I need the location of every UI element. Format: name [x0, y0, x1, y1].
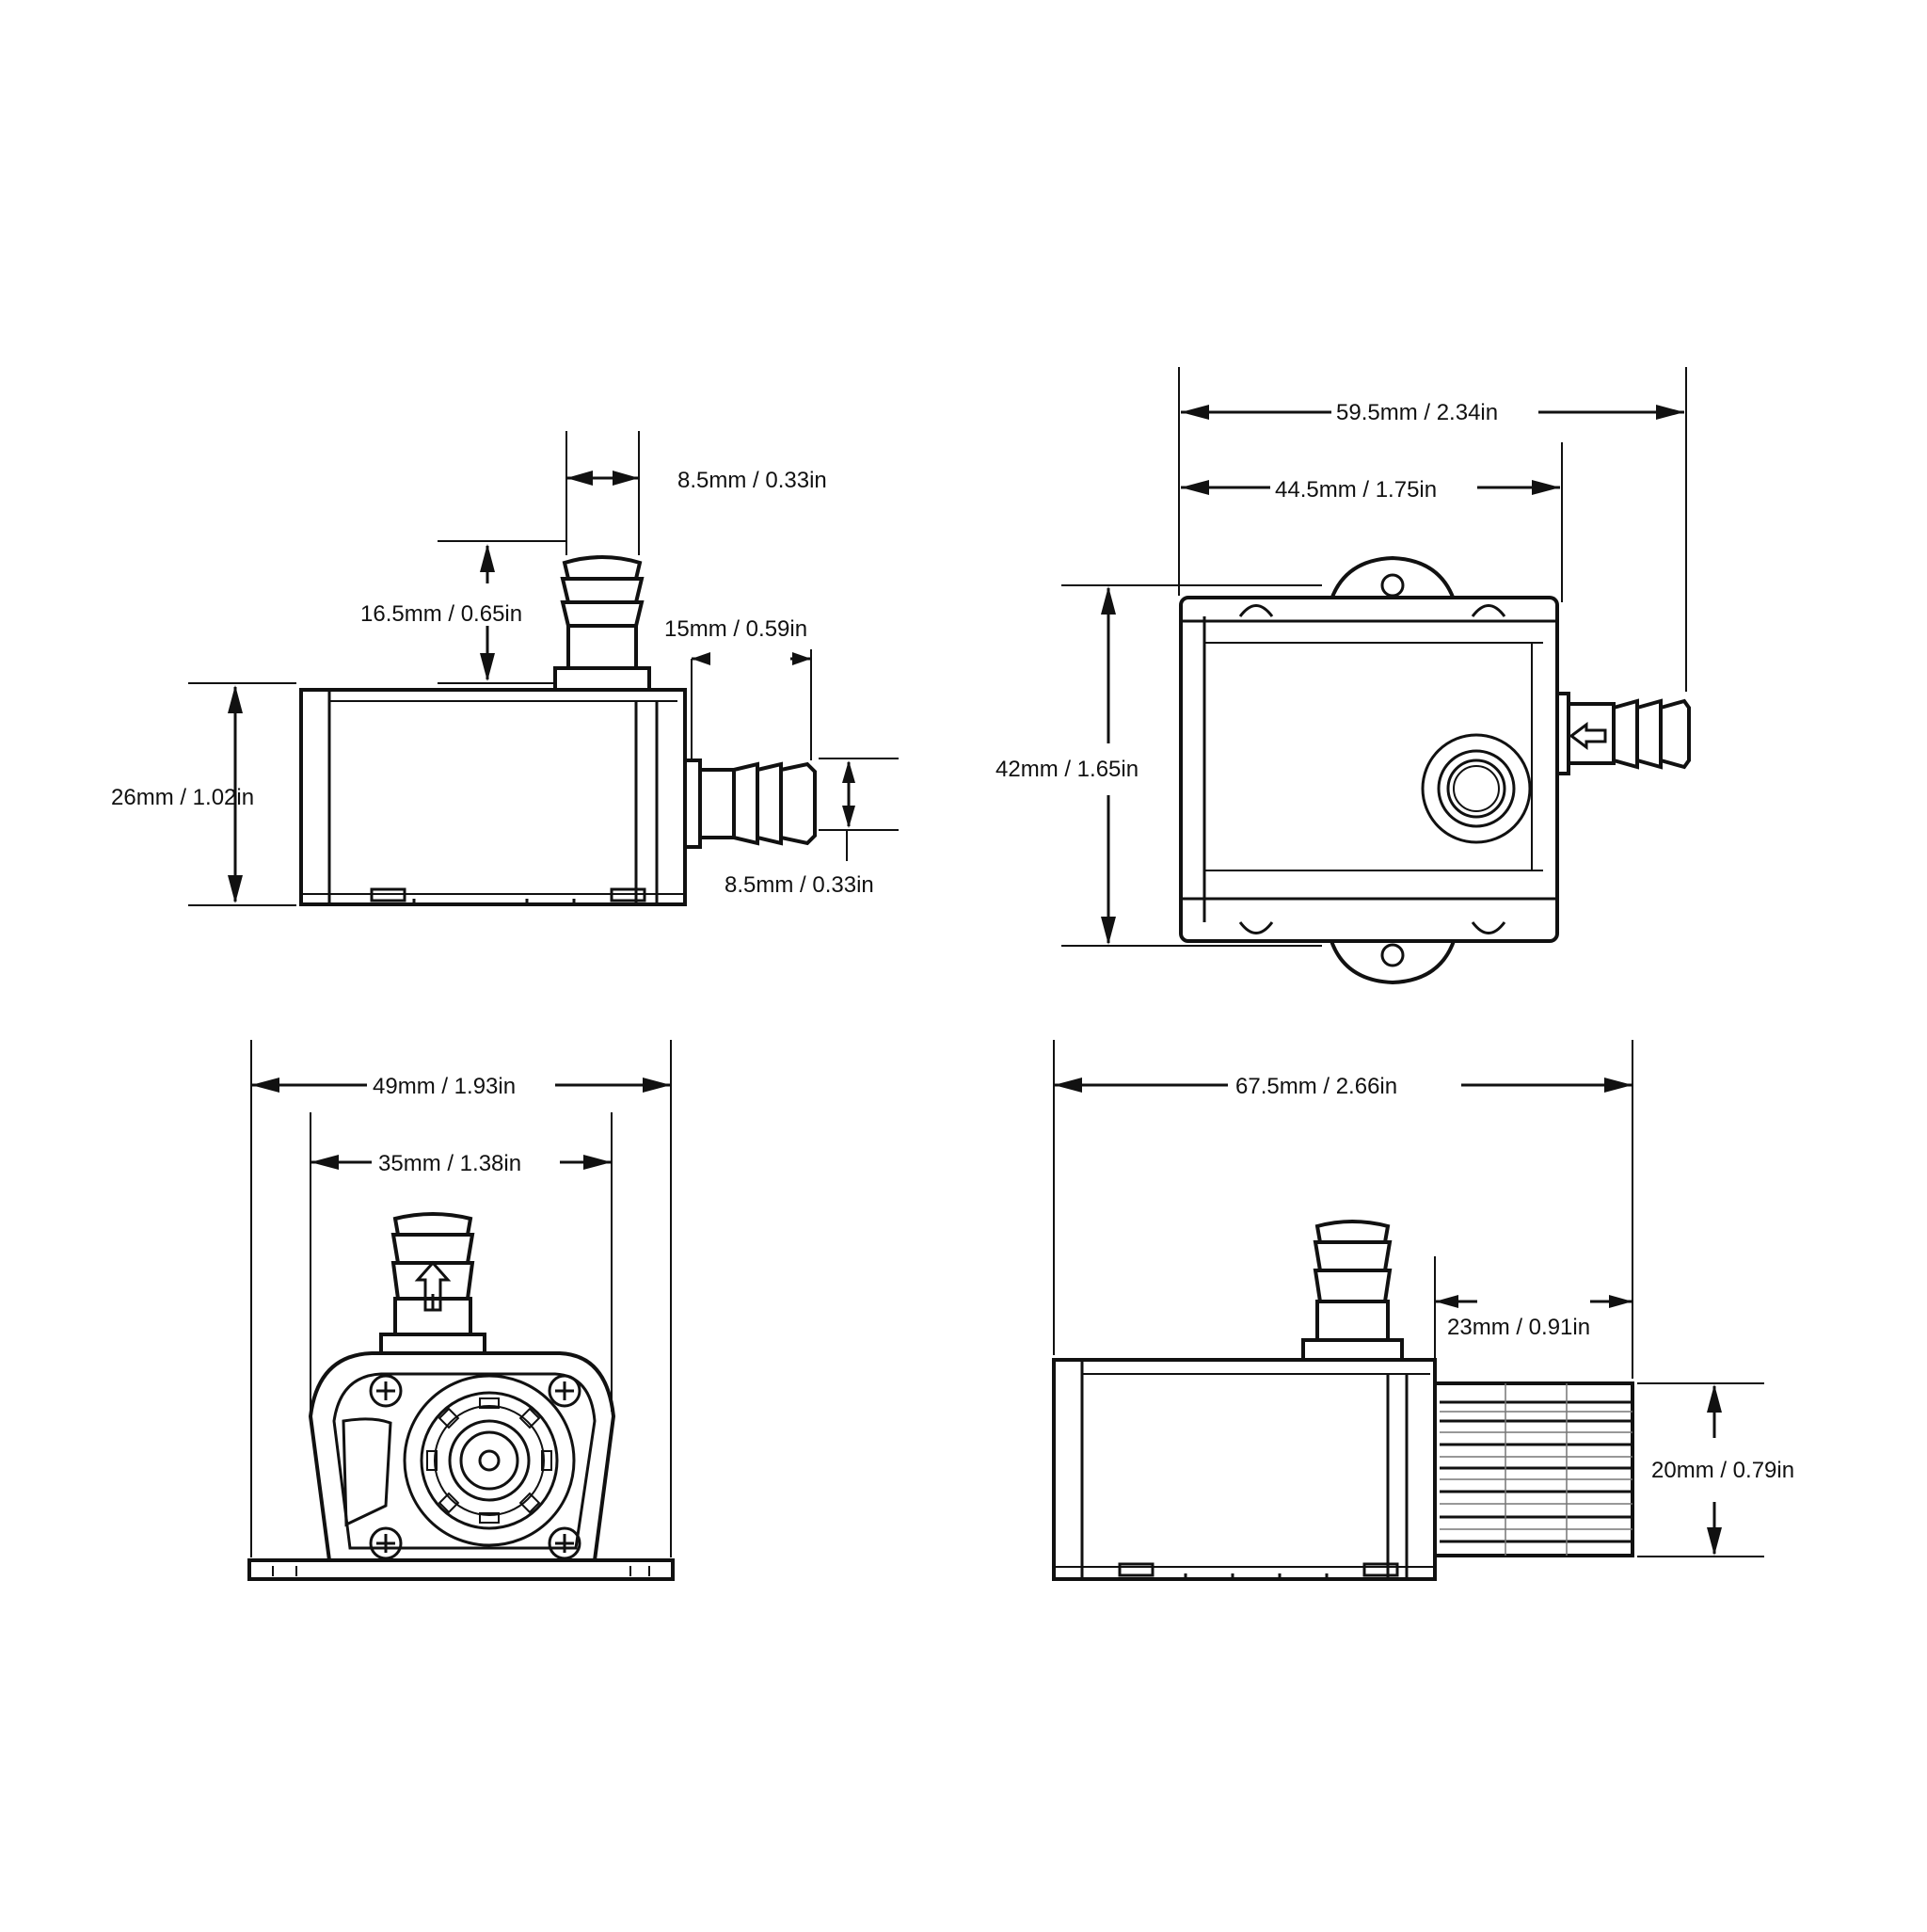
side-body-height-label: 26mm / 1.02in: [111, 785, 254, 810]
top-view-flange-bottom: [1329, 939, 1457, 985]
flow-arrow-icon: [1569, 722, 1607, 750]
filter-view: 67.5mm / 2.66in 23mm / 0.91in 20mm / 0.7…: [1052, 1040, 1794, 1581]
top-view-inlet-port: [1421, 733, 1532, 844]
side-outlet-width-label: 8.5mm / 0.33in: [677, 468, 827, 493]
filter-view-screen: [1433, 1381, 1634, 1557]
filter-height-label: 20mm / 0.79in: [1651, 1458, 1794, 1483]
filter-view-body: [1052, 1358, 1437, 1581]
top-overall-width-label: 42mm / 1.65in: [995, 757, 1139, 782]
filter-length-label: 23mm / 0.91in: [1447, 1315, 1590, 1340]
top-view-flange-top: [1329, 555, 1457, 601]
front-base-width-label: 49mm / 1.93in: [373, 1074, 516, 1099]
side-outlet-height-label: 16.5mm / 0.65in: [360, 601, 522, 627]
front-view-impeller-cover: [403, 1374, 576, 1547]
flow-arrow-icon: [414, 1260, 452, 1312]
top-overall-length-label: 59.5mm / 2.34in: [1336, 400, 1498, 425]
side-view-outlet: [553, 555, 651, 692]
screw-icon: [548, 1526, 581, 1560]
screw-icon: [548, 1374, 581, 1408]
filter-view-outlet: [1301, 1220, 1404, 1362]
side-view-body: [299, 688, 687, 906]
front-view-outlet: [379, 1212, 486, 1355]
front-view-window: [342, 1417, 392, 1527]
top-view-outlet: [1555, 692, 1691, 775]
side-inlet-length-label: 15mm / 0.59in: [664, 616, 807, 642]
side-view-inlet: [683, 758, 817, 849]
side-view: 8.5mm / 0.33in 16.5mm / 0.65in 15mm / 0.…: [111, 431, 899, 906]
screw-icon: [369, 1526, 403, 1560]
top-body-length-label: 44.5mm / 1.75in: [1275, 477, 1437, 503]
front-view-base: [247, 1558, 675, 1581]
filter-overall-length-label: 67.5mm / 2.66in: [1235, 1074, 1397, 1099]
screw-icon: [369, 1374, 403, 1408]
front-view: 49mm / 1.93in 35mm / 1.38in: [247, 1040, 675, 1581]
front-body-width-label: 35mm / 1.38in: [378, 1151, 521, 1176]
top-view-body: [1179, 596, 1559, 943]
top-view: 59.5mm / 2.34in 44.5mm / 1.75in 42mm / 1…: [995, 367, 1691, 985]
side-inlet-width-label: 8.5mm / 0.33in: [725, 872, 874, 898]
